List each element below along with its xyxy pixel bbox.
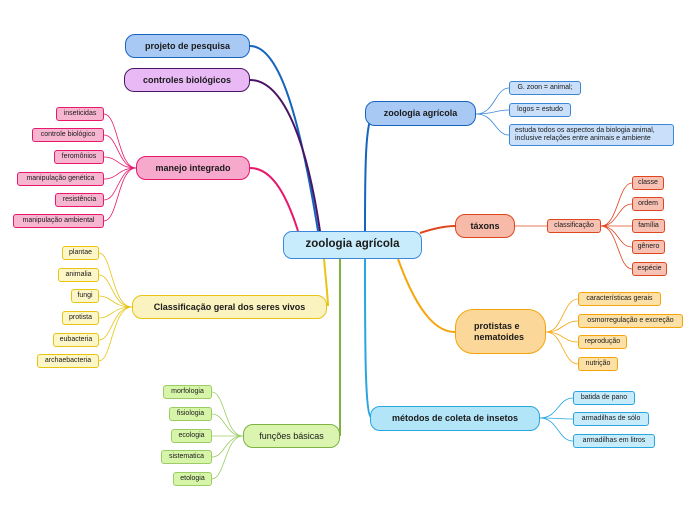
leaf-zoologia-1[interactable]: G. zoon = animal;	[509, 81, 581, 95]
leaf-funcoes-5[interactable]: etologia	[173, 472, 212, 486]
node-manejo-integrado[interactable]: manejo integrado	[136, 156, 250, 180]
leaf-funcoes-2[interactable]: fisiologia	[169, 407, 212, 421]
leaf-manejo-4[interactable]: manipulação genética	[17, 172, 104, 186]
leaf-classificacao-2[interactable]: animalia	[58, 268, 99, 282]
leaf-classificacao-4[interactable]: protista	[62, 311, 99, 325]
node-projeto-de-pesquisa[interactable]: projeto de pesquisa	[125, 34, 250, 58]
leaf-classificacao-5[interactable]: eubacteria	[53, 333, 99, 347]
node-metodos-coleta[interactable]: métodos de coleta de insetos	[370, 406, 540, 431]
node-protistas-nematoides[interactable]: protistas e nematoides	[455, 309, 546, 354]
leaf-protistas-4[interactable]: nutrição	[578, 357, 618, 371]
leaf-taxons-4[interactable]: gênero	[632, 240, 665, 254]
node-classificacao-geral[interactable]: Classificação geral dos seres vivos	[132, 295, 327, 319]
leaf-funcoes-1[interactable]: morfologia	[163, 385, 212, 399]
node-zoologia-agricola[interactable]: zoologia agrícola	[365, 101, 476, 126]
leaf-taxons-3[interactable]: família	[632, 219, 665, 233]
node-taxons[interactable]: táxons	[455, 214, 515, 238]
node-funcoes-basicas[interactable]: funções básicas	[243, 424, 340, 448]
leaf-zoologia-3[interactable]: estuda todos os aspectos da biologia ani…	[509, 124, 674, 146]
leaf-taxons-5[interactable]: espécie	[632, 262, 667, 276]
leaf-manejo-3[interactable]: feromônios	[54, 150, 104, 164]
leaf-taxons-1[interactable]: classe	[632, 176, 664, 190]
root-node[interactable]: zoologia agrícola	[283, 231, 422, 259]
leaf-taxons-classificacao[interactable]: classificação	[547, 219, 601, 233]
leaf-taxons-2[interactable]: ordem	[632, 197, 664, 211]
leaf-manejo-6[interactable]: manipulação ambiental	[13, 214, 104, 228]
leaf-zoologia-2[interactable]: logos = estudo	[509, 103, 571, 117]
node-controles-biologicos[interactable]: controles biológicos	[124, 68, 250, 92]
leaf-funcoes-4[interactable]: sistematica	[161, 450, 212, 464]
leaf-manejo-5[interactable]: resistência	[55, 193, 104, 207]
leaf-protistas-1[interactable]: características gerais	[578, 292, 661, 306]
leaf-funcoes-3[interactable]: ecologia	[171, 429, 212, 443]
leaf-metodos-2[interactable]: armadilhas de sólo	[573, 412, 649, 426]
leaf-classificacao-1[interactable]: plantae	[62, 246, 99, 260]
leaf-metodos-3[interactable]: armadilhas em litros	[573, 434, 655, 448]
leaf-classificacao-6[interactable]: archaebacteria	[37, 354, 99, 368]
leaf-manejo-1[interactable]: inseticidas	[56, 107, 104, 121]
leaf-protistas-3[interactable]: reprodução	[578, 335, 627, 349]
leaf-metodos-1[interactable]: batida de pano	[573, 391, 635, 405]
leaf-classificacao-3[interactable]: fungi	[71, 289, 99, 303]
leaf-protistas-2[interactable]: osmorregulação e excreção	[578, 314, 683, 328]
leaf-manejo-2[interactable]: controle biológico	[32, 128, 104, 142]
